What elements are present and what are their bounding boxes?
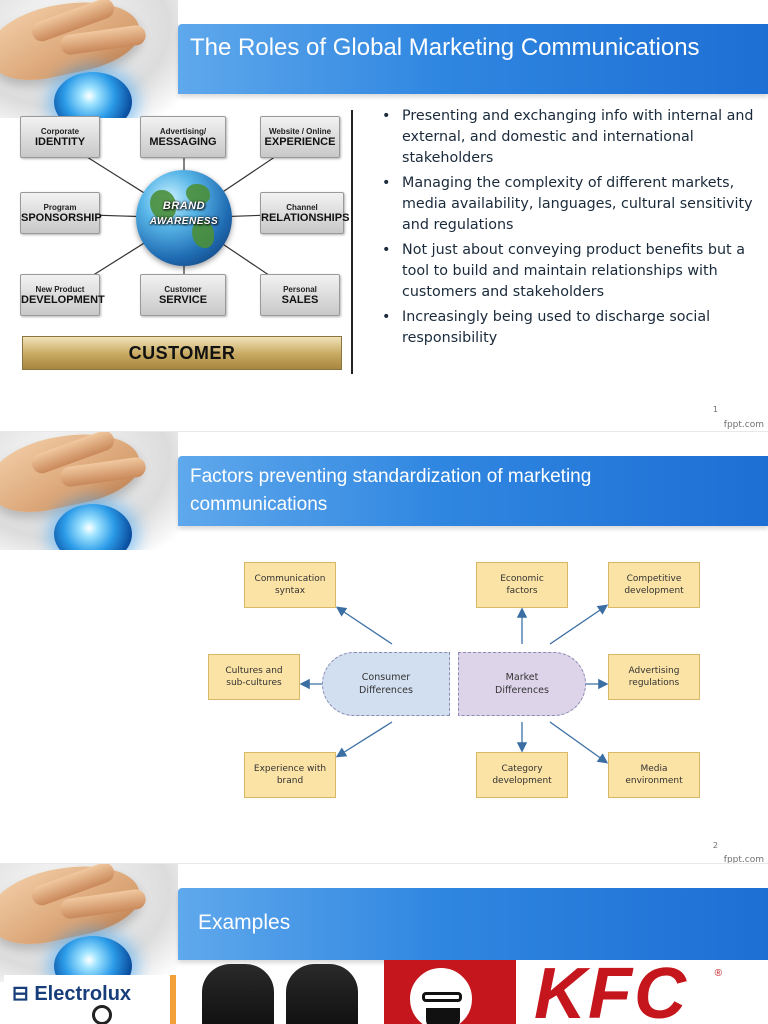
glowing-globe-icon [54, 936, 132, 982]
box-advertising-messaging: Advertising/ MESSAGING [140, 116, 226, 158]
title-bar: Factors preventing standardization of ma… [178, 456, 768, 526]
globe-label-brand: BRAND [162, 200, 206, 212]
brand-awareness-diagram: Corporate IDENTITY Advertising/ MESSAGIN… [18, 110, 349, 372]
registered-mark: ® [714, 968, 722, 979]
electrolux-logo: ⊟ Electrolux [4, 975, 176, 1024]
roles-bullet-list: •Presenting and exchanging info with int… [380, 106, 758, 353]
footer-brand: fppt.com [723, 855, 764, 864]
kfc-wordmark: KFC [534, 954, 688, 1024]
box-channel-relationships: Channel RELATIONSHIPS [260, 192, 349, 234]
shoe-icon [286, 964, 358, 1024]
page-number: 1 [712, 405, 718, 414]
footer-brand: fppt.com [723, 420, 764, 430]
slide-title-line1: Factors preventing standardization of ma… [190, 466, 592, 487]
bullet-item: •Presenting and exchanging info with int… [382, 108, 754, 166]
title-bar: Examples [178, 888, 768, 960]
slide-1: The Roles of Global Marketing Communicat… [0, 0, 768, 432]
vertical-divider [351, 110, 353, 374]
hand-globe-corner-art [0, 864, 178, 982]
box-customer-service: Customer SERVICE [140, 274, 226, 316]
slide-3: Examples ⊟ Electrolux KFC ® [0, 864, 768, 1024]
box-corporate-identity: Corporate IDENTITY [20, 116, 100, 158]
colonel-face-icon [406, 964, 476, 1024]
vacuum-icon [92, 1005, 112, 1024]
glowing-globe-icon [54, 72, 132, 118]
glowing-globe-icon [54, 504, 132, 550]
box-personal-sales: Personal SALES [260, 274, 340, 316]
bullet-item: •Not just about conveying product benefi… [382, 242, 745, 300]
bullet-item: •Managing the complexity of different ma… [382, 175, 753, 233]
page-number: 2 [712, 841, 718, 850]
box-website-experience: Website / Online EXPERIENCE [260, 116, 340, 158]
slide-2: Factors preventing standardization of ma… [0, 432, 768, 864]
slide-title-line2: communications [190, 494, 328, 515]
slide-title: Examples [198, 911, 291, 934]
hand-globe-corner-art [0, 432, 178, 550]
slide-title: The Roles of Global Marketing Communicat… [190, 34, 700, 61]
customer-bar: CUSTOMER [22, 336, 342, 370]
brand-awareness-globe-icon: BRAND AWARENESS [136, 170, 232, 266]
bullet-item: •Increasingly being used to discharge so… [382, 309, 711, 346]
globe-label-awareness: AWARENESS [149, 216, 219, 227]
hand-globe-corner-art [0, 0, 178, 118]
sneakers-image [196, 964, 372, 1024]
electrolux-wordmark: ⊟ Electrolux [12, 983, 132, 1005]
shoe-icon [202, 964, 274, 1024]
box-program-sponsorship: Program SPONSORSHIP [20, 192, 102, 234]
box-new-product-development: New Product DEVELOPMENT [20, 274, 105, 316]
title-bar: The Roles of Global Marketing Communicat… [178, 24, 768, 94]
kfc-logo: KFC ® [384, 954, 768, 1024]
